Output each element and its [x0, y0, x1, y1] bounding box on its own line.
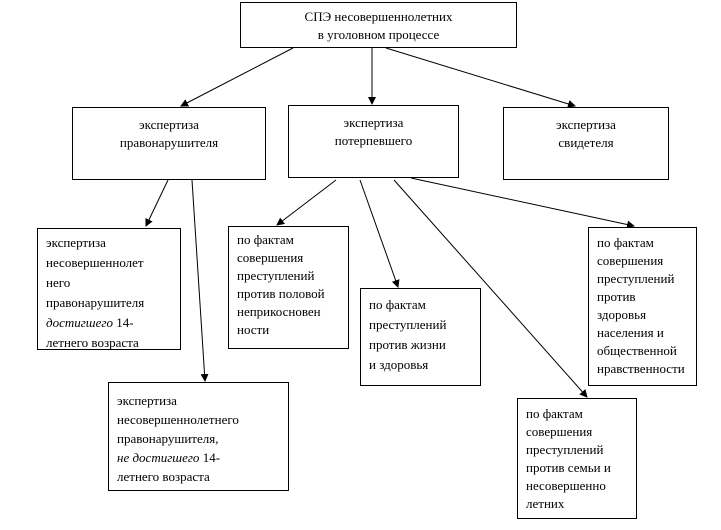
arrow-victim-to-sexual [276, 179, 337, 226]
reached-line-6: летнего возраста [46, 335, 139, 350]
sexual-line-5: неприкосновен [237, 304, 321, 319]
root-line-1: СПЭ несовершеннолетних [304, 9, 453, 24]
not-reached-line-2: несовершеннолетнего [117, 412, 239, 427]
not-reached-line-4: не достигшего 14- [117, 448, 284, 467]
life-line-1: по фактам [369, 297, 426, 312]
family-line-6: летних [526, 496, 565, 511]
health-line-8: нравственности [597, 361, 685, 376]
victim-line-1: экспертиза [343, 115, 404, 130]
reached-after-italic: 14- [112, 315, 134, 330]
offender-not-reached-14-box: экспертиза несовершеннолетнего правонару… [108, 382, 289, 491]
health-line-5: здоровья [597, 307, 647, 322]
sexual-line-6: ности [237, 322, 270, 337]
health-line-2: совершения [597, 253, 664, 268]
arrow-root-to-witness [385, 47, 576, 108]
not-reached-line-3: правонарушителя, [117, 431, 219, 446]
life-line-2: преступлений [369, 317, 447, 332]
family-line-1: по фактам [526, 406, 583, 421]
offender-expertise-box: экспертиза правонарушителя [72, 107, 266, 180]
reached-line-4: правонарушителя [46, 295, 145, 310]
sexual-line-1: по фактам [237, 232, 294, 247]
health-line-6: населения и [597, 325, 664, 340]
arrow-victim-to-life [359, 179, 400, 288]
victim-expertise-box: экспертиза потерпевшего [288, 105, 459, 178]
family-line-3: преступлений [526, 442, 604, 457]
health-line-3: преступлений [597, 271, 675, 286]
offender-reached-14-box: экспертиза несовершеннолет него правонар… [37, 228, 181, 350]
reached-italic: достигшего [46, 315, 113, 330]
witness-line-1: экспертиза [556, 117, 616, 132]
family-line-4: против семьи и [526, 460, 611, 475]
not-reached-italic: не достигшего [117, 450, 200, 465]
sexual-line-3: преступлений [237, 268, 315, 283]
not-reached-line-5: летнего возраста [117, 469, 210, 484]
root-line-2: в уголовном процессе [317, 27, 440, 42]
arrow-victim-to-family [393, 179, 588, 398]
family-line-2: совершения [526, 424, 593, 439]
witness-expertise-box: экспертиза свидетеля [503, 107, 669, 180]
health-line-4: против [597, 289, 636, 304]
reached-line-3: него [46, 275, 71, 290]
arrow-root-to-offender [180, 47, 294, 107]
sexual-line-4: против половой [237, 286, 325, 301]
arrow-offender-to-reached [145, 179, 169, 227]
reached-line-5: достигшего 14- [46, 313, 176, 333]
victim-public-health-box: по фактам совершения преступлений против… [588, 227, 697, 386]
reached-line-1: экспертиза [46, 235, 106, 250]
health-line-7: общественной [597, 343, 677, 358]
root-box: СПЭ несовершеннолетних в уголовном проце… [240, 2, 517, 48]
family-line-5: несовершенно [526, 478, 606, 493]
reached-line-2: несовершеннолет [46, 255, 144, 270]
not-reached-after-italic: 14- [199, 450, 221, 465]
sexual-line-2: совершения [237, 250, 304, 265]
life-line-4: и здоровья [369, 357, 429, 372]
health-line-1: по фактам [597, 235, 654, 250]
not-reached-line-1: экспертиза [117, 393, 177, 408]
victim-life-health-box: по фактам преступлений против жизни и зд… [360, 288, 481, 386]
victim-family-minors-box: по фактам совершения преступлений против… [517, 398, 637, 519]
offender-line-1: экспертиза [139, 117, 199, 132]
offender-line-2: правонарушителя [119, 135, 219, 150]
victim-sexual-crimes-box: по фактам совершения преступлений против… [228, 226, 349, 349]
arrow-victim-to-health [410, 177, 635, 229]
life-line-3: против жизни [369, 337, 446, 352]
arrow-offender-to-not-reached [191, 179, 209, 382]
witness-line-2: свидетеля [558, 135, 614, 150]
victim-line-2: потерпевшего [334, 133, 413, 148]
